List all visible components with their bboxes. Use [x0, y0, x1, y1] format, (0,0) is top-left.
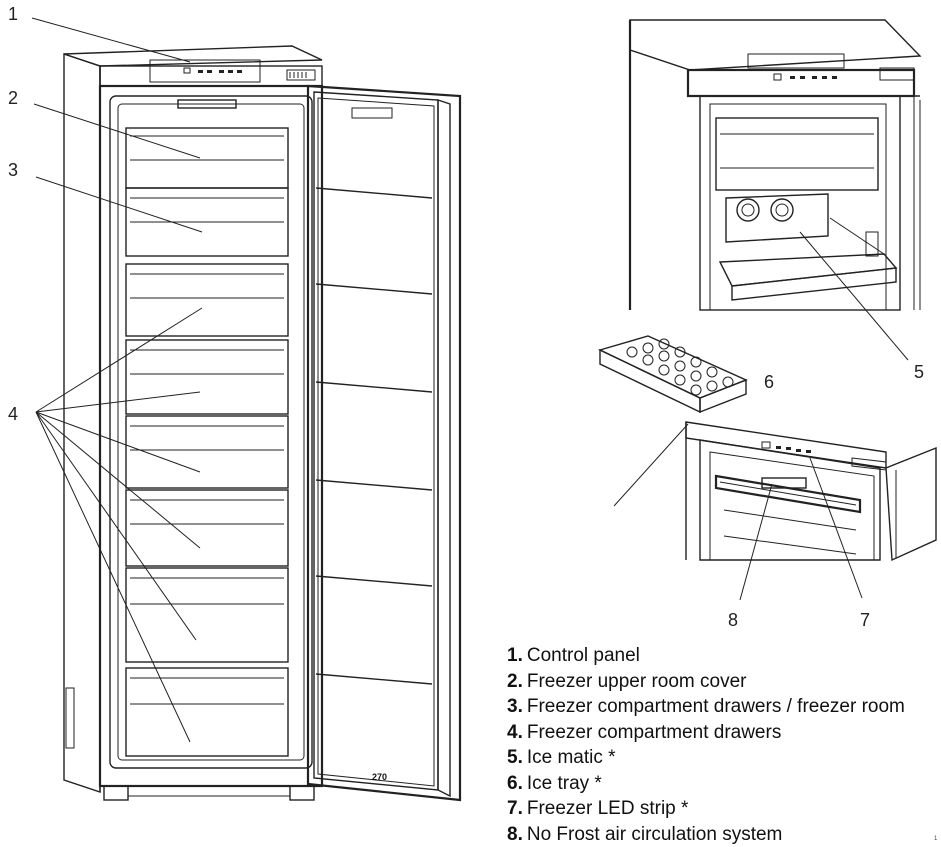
legend-item-3: 3.Freezer compartment drawers / freezer … [507, 696, 905, 717]
upper-room-cover [125, 99, 289, 189]
legend-item-7: 7.Freezer LED strip * [507, 798, 689, 819]
leader-lines [31, 17, 909, 743]
legend-item-1: 1.Control panel [507, 645, 640, 666]
callout-5: 5 [914, 362, 924, 382]
control-panel [149, 59, 261, 83]
page-marker: 1 [934, 836, 938, 842]
callout-7: 7 [860, 610, 870, 630]
callout-6: 6 [764, 372, 774, 392]
callout-3: 3 [8, 160, 18, 180]
led-strip-detail [685, 421, 937, 562]
legend-item-2: 2.Freezer upper room cover [507, 670, 747, 692]
legend-item-4: 4.Freezer compartment drawers [507, 721, 782, 743]
callout-2: 2 [8, 88, 18, 108]
legend: 1.Control panel 2.Freezer upper room cov… [507, 643, 941, 847]
callout-8: 8 [728, 610, 738, 630]
freezer-door: 270 [306, 84, 462, 802]
callout-4: 4 [8, 404, 18, 424]
callout-1: 1 [8, 4, 18, 24]
legend-item-5: 5.Ice matic * [507, 747, 616, 768]
ice-tray [598, 335, 748, 414]
legend-item-6: 6.Ice tray * [507, 772, 602, 794]
drawers [125, 187, 289, 757]
freezer-main-illustration: 270 [63, 45, 462, 802]
legend-item-8: 8.No Frost air circulation system [507, 823, 783, 845]
door-label: 270 [372, 772, 387, 782]
ice-matic-detail [628, 19, 922, 311]
